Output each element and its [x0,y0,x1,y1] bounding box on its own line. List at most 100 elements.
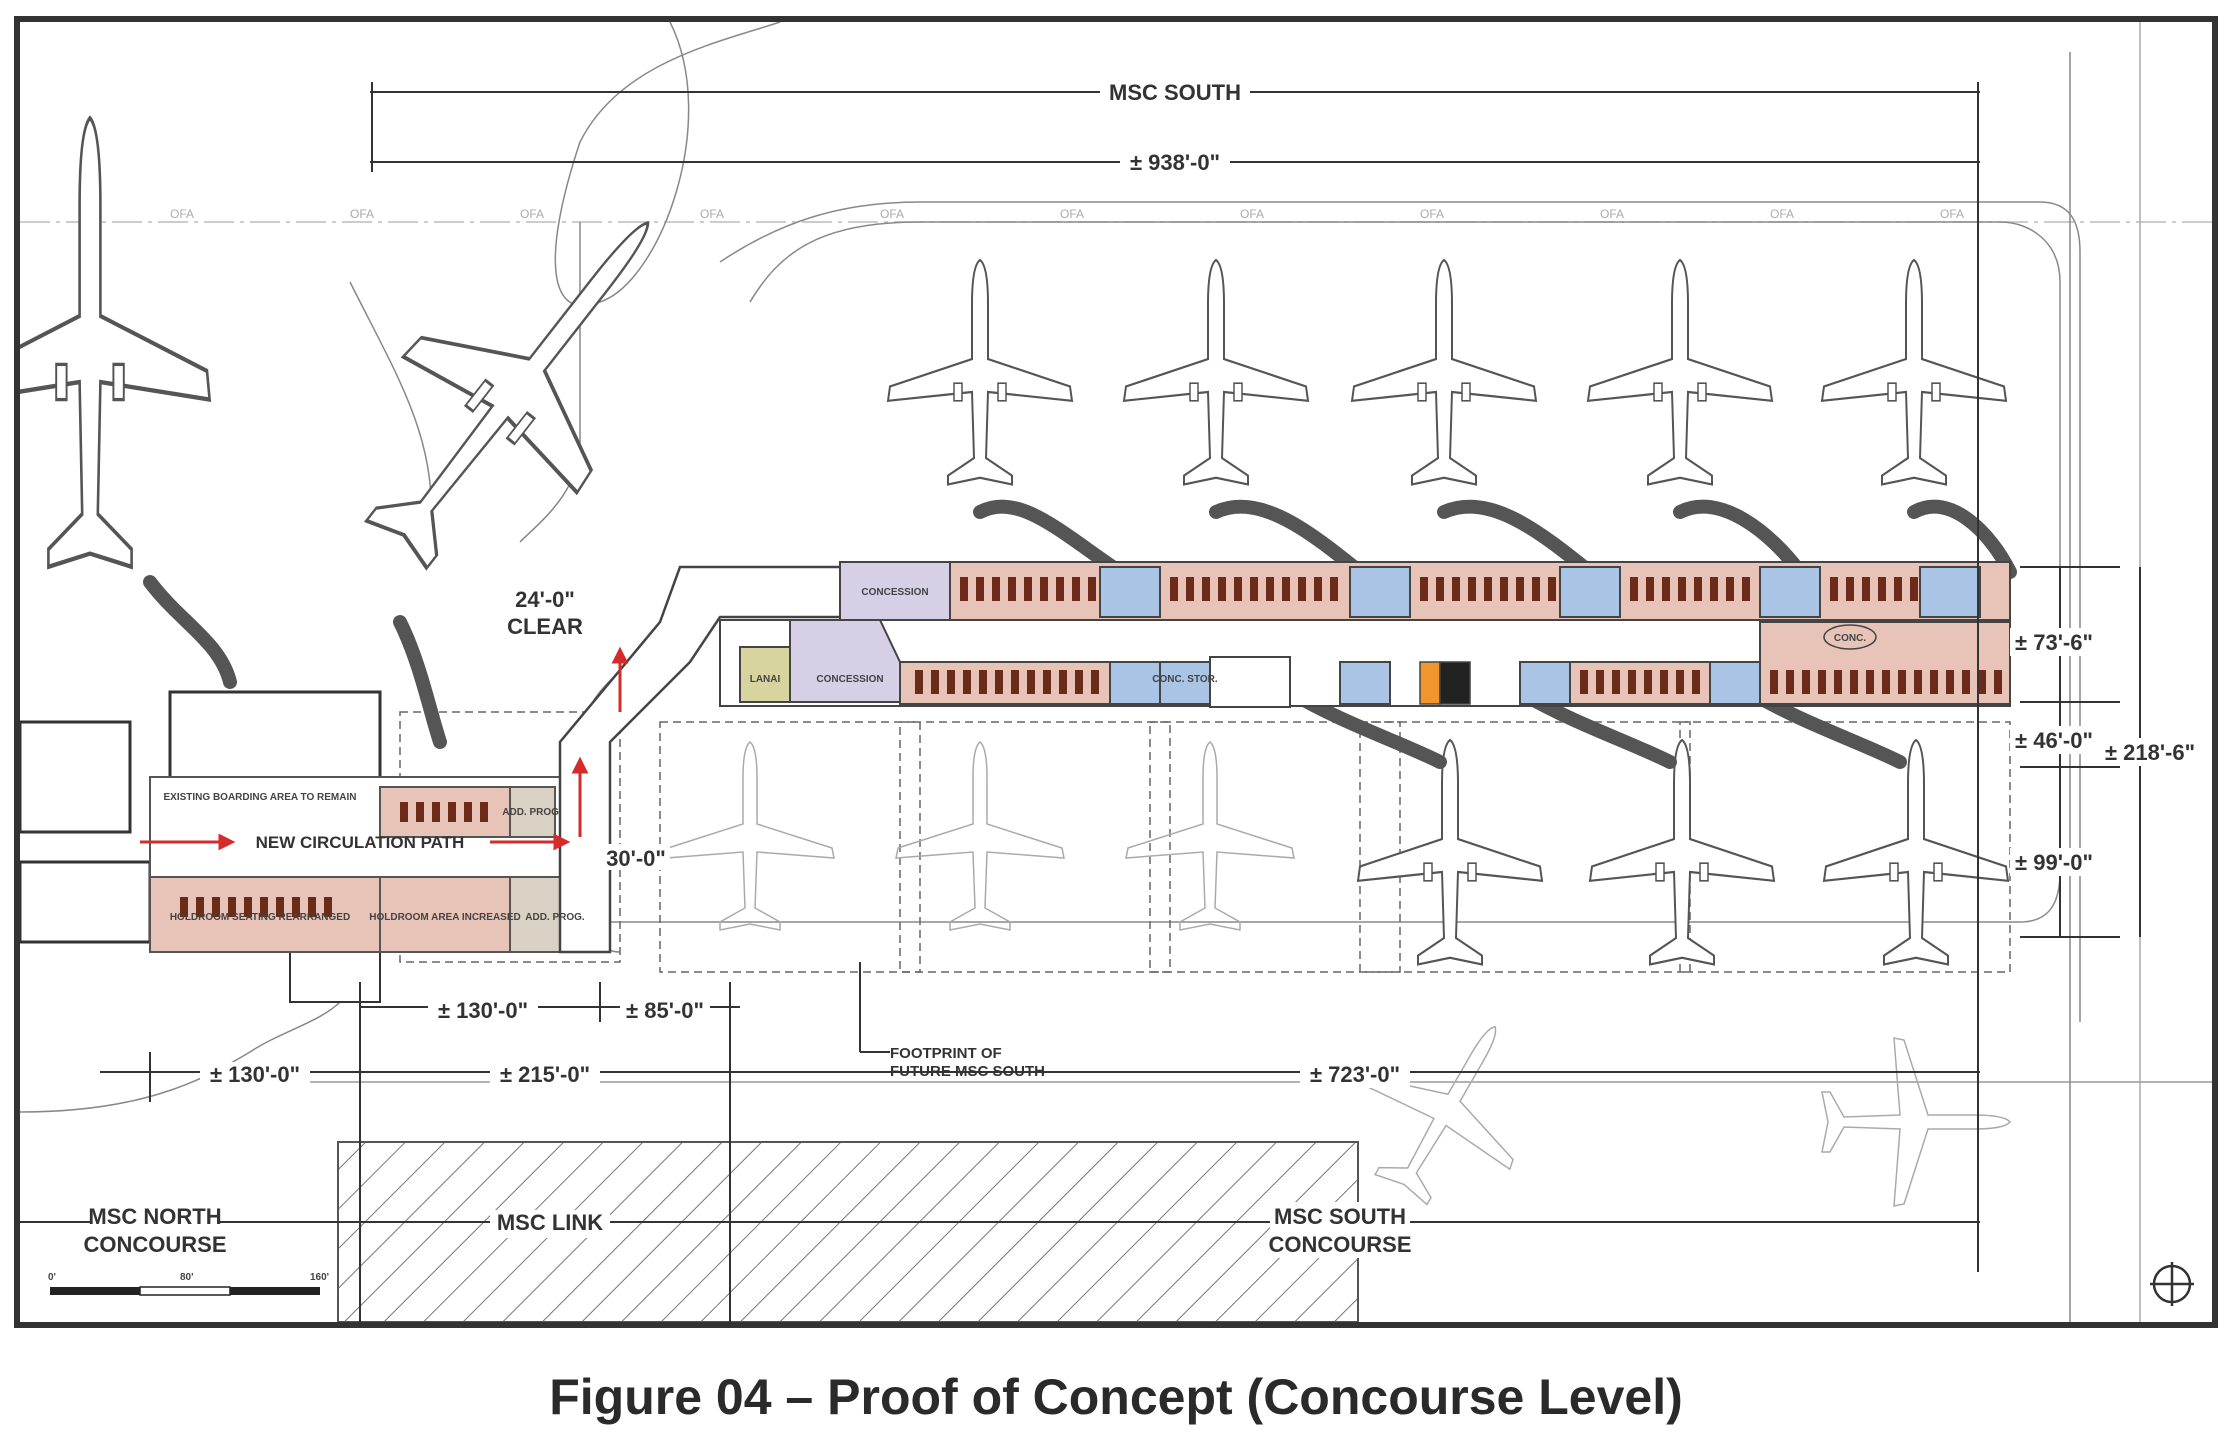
svg-text:OFA: OFA [1600,207,1624,221]
dim-99: ± 99'-0" [2015,850,2093,875]
conc-east-label: CONC. [1834,633,1866,644]
seat-glyph [1962,670,1970,694]
dim-723: ± 723'-0" [1310,1062,1400,1087]
existing-boarding-label: EXISTING BOARDING AREA TO REMAIN [164,792,357,803]
dim-30: 30'-0" [606,846,666,871]
seat-glyph [1091,670,1099,694]
seat-glyph [1548,577,1556,601]
svg-text:OFA: OFA [880,207,904,221]
existing-concourse-block [149,776,611,953]
seat-glyph [1710,577,1718,601]
seat-glyph [1770,670,1778,694]
scale-label-80: 80' [180,1272,194,1283]
seat-glyph [1850,670,1858,694]
seat-glyph [1946,670,1954,694]
seat-glyph [1930,670,1938,694]
dim-46: ± 46'-0" [2015,728,2093,753]
msc-south-top-label: MSC SOUTH [1109,80,1241,105]
seat-glyph [1596,670,1604,694]
clear-dim-line2: CLEAR [507,614,583,639]
msc-link-label: MSC LINK [497,1210,603,1235]
seat-glyph [1894,577,1902,601]
svg-text:OFA: OFA [170,207,194,221]
seat-glyph [1660,670,1668,694]
dim-215: ± 215'-0" [500,1062,590,1087]
seat-glyph [1059,670,1067,694]
seat-glyph [1452,577,1460,601]
site-plan: 0' 80' 160' OFA OFA OFA OFA OFA OFA OFA … [20,22,2212,1322]
seat-glyph [915,670,923,694]
conc-stor-label: CONC. STOR. [1152,674,1218,685]
seat-glyph [1692,670,1700,694]
seat-glyph [1862,577,1870,601]
seat-glyph [1088,577,1096,601]
concession-upper-label: CONCESSION [861,587,928,598]
msc-north-line2: CONCOURSE [83,1232,226,1257]
seat-glyph [947,670,955,694]
figure-caption: Figure 04 – Proof of Concept (Concourse … [549,1369,1683,1425]
footprint-line2: FUTURE MSC SOUTH [890,1063,1045,1080]
svg-text:OFA: OFA [1060,207,1084,221]
seat-glyph [1644,670,1652,694]
svg-text:OFA: OFA [350,207,374,221]
add-prog-upper-label: ADD. PROG. [502,807,562,818]
dim-73: ± 73'-6" [2015,630,2093,655]
msc-south-line1: MSC SOUTH [1274,1204,1406,1229]
seat-glyph [1420,577,1428,601]
seat-glyph [1056,577,1064,601]
seat-glyph [1914,670,1922,694]
concourse-lower-bar [719,619,2011,708]
seat-glyph [1676,670,1684,694]
seat-glyph [1846,577,1854,601]
seat-glyph [1250,577,1258,601]
seat-glyph [1726,577,1734,601]
seat-glyph [1027,670,1035,694]
seat-glyph [1830,577,1838,601]
add-prog-lower-label: ADD. PROG. [525,912,585,923]
clear-dim-line1: 24'-0" [515,587,575,612]
dim-130-upper: ± 130'-0" [438,998,528,1023]
seat-glyph [1834,670,1842,694]
msc-south-line2: CONCOURSE [1268,1232,1411,1257]
scale-bar: 0' 80' 160' [48,1272,329,1296]
seat-glyph [1170,577,1178,601]
seat-glyph [1910,577,1918,601]
dim-218: ± 218'-6" [2105,740,2195,765]
seat-glyph [1043,670,1051,694]
seat-glyph [1516,577,1524,601]
scale-label-160: 160' [310,1272,329,1283]
seat-glyph [1282,577,1290,601]
seat-glyph [1878,577,1886,601]
holdroom-left-label: HOLDROOM SEATING REARRANGED [170,912,350,923]
seat-glyph [1218,577,1226,601]
lower-gate-aircraft [1356,738,2010,966]
seat-glyph [1628,670,1636,694]
ofa-markers: OFA OFA OFA OFA OFA OFA OFA OFA OFA OFA … [170,207,1964,221]
seat-glyph [1818,670,1826,694]
seat-glyph [995,670,1003,694]
seat-glyph [1662,577,1670,601]
existing-aircraft [20,118,737,615]
jet-bridges [143,499,2017,769]
seat-glyph [1298,577,1306,601]
holdroom-seating [915,577,2002,694]
seat-glyph [1742,577,1750,601]
new-circulation-arrows [140,646,629,851]
footprint-line1: FOOTPRINT OF [890,1045,1002,1062]
seat-glyph [1786,670,1794,694]
seat-glyph [1678,577,1686,601]
seat-glyph [992,577,1000,601]
seat-glyph [1011,670,1019,694]
seat-glyph [1075,670,1083,694]
seat-glyph [1024,577,1032,601]
seat-glyph [1802,670,1810,694]
scale-label-0: 0' [48,1272,56,1283]
svg-text:OFA: OFA [520,207,544,221]
seat-glyph [1484,577,1492,601]
seat-glyph [1008,577,1016,601]
seat-glyph [1866,670,1874,694]
dim-85: ± 85'-0" [626,998,704,1023]
north-arrow-icon [2150,1262,2194,1306]
seat-glyph [1532,577,1540,601]
svg-text:OFA: OFA [1240,207,1264,221]
